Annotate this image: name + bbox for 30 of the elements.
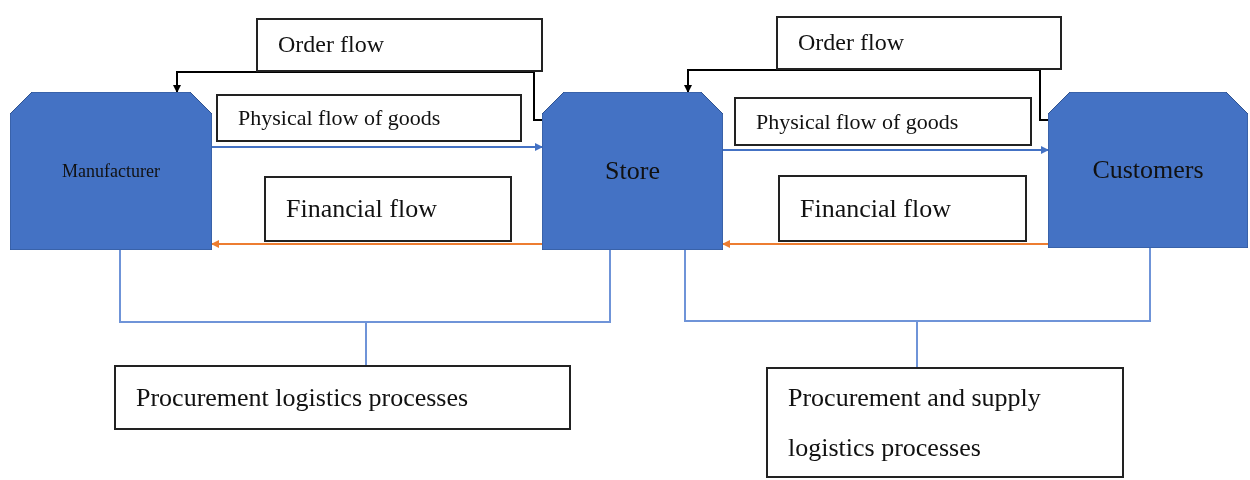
entity-block: [542, 92, 723, 250]
arrow: [684, 69, 1049, 121]
flow-label: Financial flow: [800, 192, 951, 225]
process-label: Procurement and supply logistics processes: [788, 382, 1042, 464]
flow-label: Financial flow: [286, 193, 437, 226]
flow-box: [256, 18, 543, 72]
flow-label: Order flow: [798, 28, 904, 58]
entity-label: Customers: [1092, 154, 1204, 187]
flow-box: [778, 175, 1027, 242]
flow-label: Physical flow of goods: [756, 107, 959, 136]
process-label: Procurement logistics processes: [136, 381, 469, 414]
arrow: [211, 143, 543, 151]
process-box: [114, 365, 571, 430]
arrow: [173, 71, 543, 121]
process-box: [766, 367, 1124, 478]
bracket-connector: [916, 247, 1151, 368]
entity-block: [10, 92, 212, 250]
entity-label: Store: [605, 155, 660, 188]
arrow: [211, 240, 543, 248]
bracket-connector: [365, 249, 611, 366]
flow-label: Physical flow of goods: [238, 104, 441, 133]
flow-label: Order flow: [278, 30, 384, 60]
arrow: [722, 240, 1049, 248]
arrow: [722, 146, 1049, 154]
entity-label: Manufacturer: [62, 159, 160, 183]
flow-box: [734, 97, 1032, 146]
flow-box: [264, 176, 512, 242]
flow-box: [776, 16, 1062, 70]
flow-box: [216, 94, 522, 142]
entity-block: [1048, 92, 1248, 248]
